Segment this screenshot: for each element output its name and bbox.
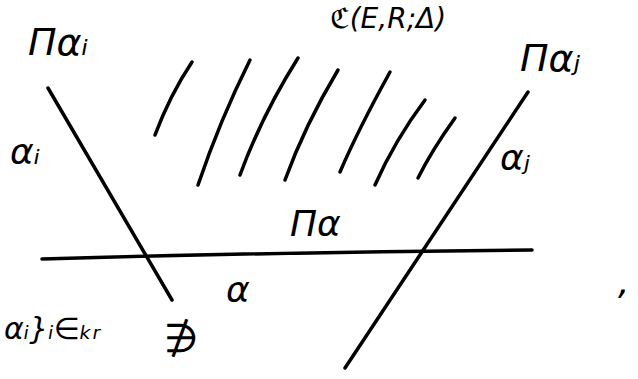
alpha-i-label: αᵢ	[10, 132, 40, 172]
line-pi-alpha-j	[345, 92, 528, 368]
region-label: ℭ(E,R;Δ)	[330, 4, 446, 35]
alpha-j-label: αⱼ	[500, 138, 530, 178]
line-pi-alpha	[42, 250, 532, 259]
pi-alpha-label: Πα	[290, 204, 341, 244]
alpha-label: α	[226, 270, 250, 310]
not-contains-symbol: ∌	[164, 316, 199, 360]
pi-alpha-i-label: Παᵢ	[28, 22, 88, 64]
hatching	[155, 58, 455, 185]
pi-alpha-j-label: Παⱼ	[520, 38, 580, 80]
line-pi-alpha-i	[48, 88, 172, 300]
comma-mark: ,	[618, 262, 629, 302]
index-set-label: αᵢ}ᵢ∈ₖᵣ	[4, 312, 100, 345]
